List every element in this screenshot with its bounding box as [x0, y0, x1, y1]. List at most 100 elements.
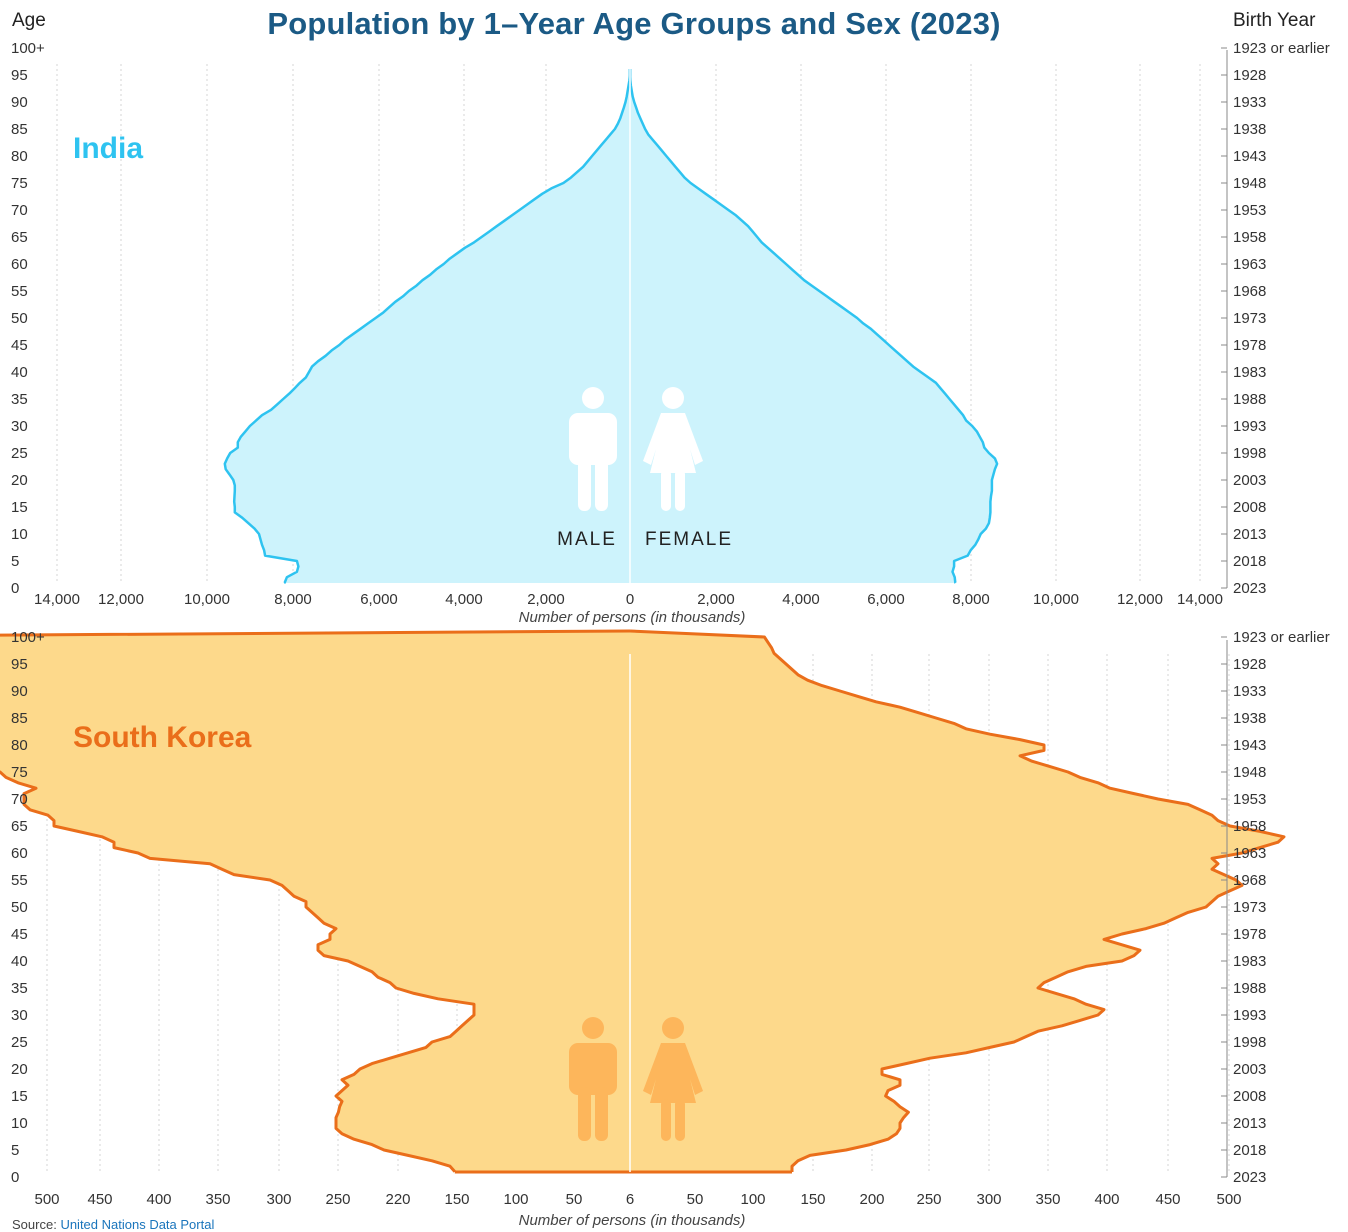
x-tick-label: 4,000	[445, 591, 483, 608]
male-series-line	[223, 69, 632, 585]
x-tick-label: 12,000	[98, 591, 144, 608]
age-tick-label: 25	[11, 1034, 28, 1051]
birth-year-tick-label: 1948	[1233, 175, 1266, 192]
birth-year-tick-label: 1993	[1233, 418, 1266, 435]
source-link[interactable]: United Nations Data Portal	[60, 1217, 215, 1232]
age-tick-label: 60	[11, 256, 28, 273]
age-tick-label: 35	[11, 980, 28, 997]
age-tick-label: 70	[11, 791, 28, 808]
x-tick-label: 350	[1035, 1191, 1060, 1208]
age-tick-label: 15	[11, 499, 28, 516]
age-tick-label: 40	[11, 364, 28, 381]
birth-year-tick-label: 2023	[1233, 580, 1266, 597]
birth-year-tick-label: 1958	[1233, 818, 1266, 835]
birth-year-tick-label: 1928	[1233, 67, 1266, 84]
birth-year-tick-label: 2023	[1233, 1169, 1266, 1186]
birth-year-tick-label: 2003	[1233, 1061, 1266, 1078]
age-tick-label: 85	[11, 710, 28, 727]
age-tick-label: 65	[11, 229, 28, 246]
birth-year-tick-label: 1988	[1233, 391, 1266, 408]
pyramid-fill	[224, 69, 998, 583]
birth-year-tick-label: 2008	[1233, 1088, 1266, 1105]
birth-year-tick-label: 2008	[1233, 499, 1266, 516]
birth-year-axis-title: Birth Year	[1233, 10, 1316, 31]
birth-year-tick-label: 2013	[1233, 526, 1266, 543]
male-person-icon	[569, 387, 617, 511]
female-person-icon	[643, 1017, 703, 1141]
x-axis-caption: Number of persons (in thousands)	[519, 1212, 746, 1229]
page-title: Population by 1–Year Age Groups and Sex …	[267, 6, 1001, 41]
pyramid-india	[56, 47, 1228, 589]
x-tick-label: 200	[859, 1191, 884, 1208]
birth-year-tick-label: 1938	[1233, 710, 1266, 727]
x-tick-label: 6,000	[867, 591, 905, 608]
birth-year-tick-label: 1968	[1233, 872, 1266, 889]
x-tick-label: 10,000	[184, 591, 230, 608]
age-tick-label: 55	[11, 872, 28, 889]
age-tick-label: 100+	[11, 629, 45, 646]
x-tick-label: 350	[205, 1191, 230, 1208]
x-tick-label: 300	[266, 1191, 291, 1208]
age-tick-label: 30	[11, 418, 28, 435]
male-series-line	[0, 629, 631, 1174]
x-tick-label: 500	[1216, 1191, 1241, 1208]
x-tick-label: 450	[87, 1191, 112, 1208]
birth-year-tick-label: 2018	[1233, 553, 1266, 570]
age-tick-label: 20	[11, 472, 28, 489]
x-tick-label: 4,000	[782, 591, 820, 608]
birth-year-tick-label: 1948	[1233, 764, 1266, 781]
birth-year-tick-label: 1963	[1233, 256, 1266, 273]
age-tick-label: 100+	[11, 40, 45, 57]
source-note: Source: United Nations Data Portal	[12, 1217, 214, 1232]
pyramid-fill	[0, 631, 1284, 1172]
birth-year-tick-label: 1983	[1233, 364, 1266, 381]
age-tick-label: 5	[11, 1142, 19, 1159]
x-tick-label: 220	[385, 1191, 410, 1208]
age-tick-label: 85	[11, 121, 28, 138]
x-tick-label: 2,000	[527, 591, 565, 608]
age-tick-label: 35	[11, 391, 28, 408]
x-tick-label: 14,000	[1177, 591, 1223, 608]
x-tick-label: 0	[626, 591, 634, 608]
birth-year-tick-label: 2003	[1233, 472, 1266, 489]
age-tick-label: 15	[11, 1088, 28, 1105]
age-tick-label: 95	[11, 67, 28, 84]
x-tick-label: 150	[444, 1191, 469, 1208]
x-tick-label: 300	[976, 1191, 1001, 1208]
birth-year-tick-label: 1933	[1233, 683, 1266, 700]
age-tick-label: 50	[11, 899, 28, 916]
birth-year-tick-label: 1938	[1233, 121, 1266, 138]
x-tick-label: 6,000	[360, 591, 398, 608]
x-tick-label: 150	[800, 1191, 825, 1208]
x-tick-label: 12,000	[1117, 591, 1163, 608]
x-tick-label: 10,000	[1033, 591, 1079, 608]
age-tick-label: 90	[11, 683, 28, 700]
age-tick-label: 65	[11, 818, 28, 835]
female-person-icon	[643, 387, 703, 511]
age-tick-label: 45	[11, 337, 28, 354]
x-tick-label: 500	[34, 1191, 59, 1208]
birth-year-tick-label: 1933	[1233, 94, 1266, 111]
age-tick-label: 0	[11, 580, 19, 597]
birth-year-tick-label: 1998	[1233, 445, 1266, 462]
x-tick-label: 6	[626, 1191, 634, 1208]
age-tick-label: 95	[11, 656, 28, 673]
x-tick-label: 8,000	[274, 591, 312, 608]
x-axis-caption: Number of persons (in thousands)	[519, 609, 746, 626]
birth-year-tick-label: 1983	[1233, 953, 1266, 970]
male-person-icon	[569, 1017, 617, 1141]
age-tick-label: 0	[11, 1169, 19, 1186]
age-tick-label: 40	[11, 953, 28, 970]
pyramid-south-korea	[0, 629, 1286, 1178]
female-series-line	[628, 69, 999, 584]
birth-year-tick-label: 1953	[1233, 202, 1266, 219]
birth-year-tick-label: 1928	[1233, 656, 1266, 673]
age-tick-label: 75	[11, 764, 28, 781]
age-tick-label: 10	[11, 1115, 28, 1132]
age-tick-label: 55	[11, 283, 28, 300]
age-tick-label: 20	[11, 1061, 28, 1078]
age-tick-label: 90	[11, 94, 28, 111]
birth-year-tick-label: 1988	[1233, 980, 1266, 997]
age-tick-label: 75	[11, 175, 28, 192]
